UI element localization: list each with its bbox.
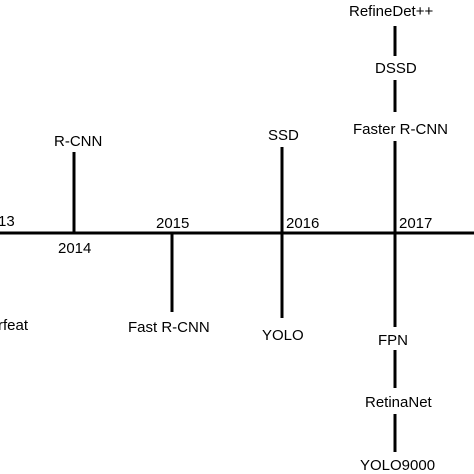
method-label-overfeat: rfeat	[0, 317, 29, 334]
method-label-yolo9000: YOLO9000	[360, 457, 435, 474]
method-label-faster-rcnn: Faster R-CNN	[353, 121, 448, 138]
year-label-2015: 2015	[156, 215, 189, 232]
method-label-fast-rcnn: Fast R-CNN	[128, 319, 210, 336]
year-label-2016: 2016	[286, 215, 319, 232]
year-label-2013: 13	[0, 213, 15, 230]
method-label-ssd: SSD	[268, 127, 299, 144]
method-label-dssd: DSSD	[375, 60, 417, 77]
method-label-fpn: FPN	[378, 332, 408, 349]
method-label-rcnn: R-CNN	[54, 133, 102, 150]
method-label-yolo: YOLO	[262, 327, 304, 344]
year-label-2014: 2014	[58, 240, 91, 257]
method-label-refinedet: RefineDet++	[349, 3, 433, 20]
year-label-2017: 2017	[399, 215, 432, 232]
method-label-retinanet: RetinaNet	[365, 394, 433, 411]
